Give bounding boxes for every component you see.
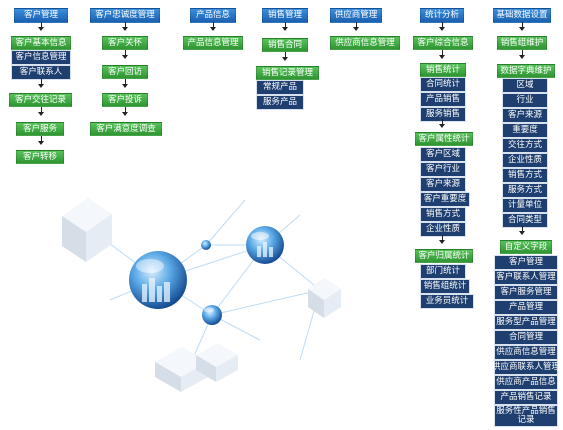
field-supplier-info-mgmt[interactable]: 供应商信息管理: [494, 345, 558, 360]
item-enterprise-nature[interactable]: 企业性质: [420, 222, 466, 237]
field-customer-contacts-mgmt[interactable]: 客户联系人管理: [494, 270, 558, 285]
item-product-sales[interactable]: 产品销售: [420, 92, 466, 107]
group-customer-owner-stats[interactable]: 客户归属统计: [415, 249, 473, 263]
arrow-down: [210, 22, 216, 31]
sub-customer-contacts[interactable]: 客户联系人: [11, 65, 71, 80]
field-supplier-contacts-mgmt[interactable]: 供应商联系人管理: [494, 360, 558, 375]
item-sales-team-stats[interactable]: 销售组统计: [420, 279, 470, 294]
arrow-down: [282, 22, 288, 31]
arrow-down: [519, 50, 525, 59]
dict-enterprise-nature[interactable]: 企业性质: [502, 153, 548, 168]
step-satisfaction-survey[interactable]: 客户满意度调查: [90, 122, 162, 136]
arrow-down: [38, 107, 44, 116]
item-service-sales[interactable]: 服务销售: [420, 107, 466, 122]
field-contract-mgmt[interactable]: 合同管理: [494, 330, 558, 345]
group-custom-fields[interactable]: 自定义字段: [500, 240, 552, 254]
field-product-mgmt[interactable]: 产品管理: [494, 300, 558, 315]
arrow-down: [122, 22, 128, 31]
field-service-product-sales-records[interactable]: 服务性产品销售记录: [494, 405, 558, 427]
globe-large: [129, 251, 187, 309]
group-sales-stats[interactable]: 销售统计: [420, 63, 466, 77]
arrow-down: [439, 119, 445, 128]
arrow-down: [519, 226, 525, 235]
top-statistics[interactable]: 统计分析: [420, 8, 464, 23]
globe-tiny: [201, 240, 211, 250]
top-loyalty-management[interactable]: 客户忠诚度管理: [90, 8, 160, 23]
step-customer-service[interactable]: 客户服务: [16, 122, 64, 136]
step-customer-care[interactable]: 客户关怀: [102, 36, 148, 50]
step-supplier-info-mgmt[interactable]: 供应商信息管理: [330, 36, 400, 50]
field-customer-service-mgmt[interactable]: 客户服务管理: [494, 285, 558, 300]
dict-contract-type[interactable]: 合同类型: [502, 213, 548, 228]
arrow-down: [439, 50, 445, 59]
arrow-down: [122, 107, 128, 116]
globe-small: [202, 305, 222, 325]
cube-large: [62, 198, 112, 262]
top-sales-management[interactable]: 销售管理: [262, 8, 308, 23]
item-sales-method[interactable]: 销售方式: [420, 207, 466, 222]
item-customer-source[interactable]: 客户来源: [420, 177, 466, 192]
arrow-down: [122, 79, 128, 88]
top-base-data-settings[interactable]: 基础数据设置: [493, 8, 551, 23]
dict-region[interactable]: 区域: [502, 78, 548, 93]
item-salesperson-stats[interactable]: 业务员统计: [420, 294, 474, 309]
item-contract-stats[interactable]: 合同统计: [420, 77, 466, 92]
group-dictionary-maintenance[interactable]: 数据字典维护: [497, 64, 555, 78]
top-supplier-management[interactable]: 供应商管理: [330, 8, 382, 23]
dict-importance[interactable]: 重要度: [502, 123, 548, 138]
dict-sales-method[interactable]: 销售方式: [502, 168, 548, 183]
dict-unit-of-measure[interactable]: 计量单位: [502, 198, 548, 213]
step-sales-contract[interactable]: 销售合同: [262, 38, 308, 52]
arrow-down: [38, 136, 44, 145]
step-product-info-mgmt[interactable]: 产品信息管理: [183, 36, 243, 50]
arrow-down: [38, 79, 44, 88]
field-service-product-mgmt[interactable]: 服务型产品管理: [494, 315, 558, 330]
arrow-down: [38, 22, 44, 31]
dict-service-method[interactable]: 服务方式: [502, 183, 548, 198]
step-sales-team-maintenance[interactable]: 销售组维护: [497, 36, 547, 50]
arrow-down: [353, 22, 359, 31]
dict-industry[interactable]: 行业: [502, 93, 548, 108]
group-customer-attr-stats[interactable]: 客户属性统计: [415, 132, 473, 146]
globe-medium: [246, 226, 284, 264]
sub-customer-info-mgmt[interactable]: 客户信息管理: [11, 50, 71, 65]
step-sales-records[interactable]: 销售记录管理: [256, 66, 319, 80]
arrow-down: [439, 22, 445, 31]
arrow-down: [122, 50, 128, 59]
dict-customer-source[interactable]: 客户来源: [502, 108, 548, 123]
step-customer-complaint[interactable]: 客户投诉: [102, 93, 148, 107]
cube-bottom: [155, 343, 238, 392]
step-customer-transfer[interactable]: 客户转移: [16, 150, 64, 164]
step-customer-overview[interactable]: 客户综合信息: [413, 36, 473, 50]
arrow-down: [519, 22, 525, 31]
top-customer-management[interactable]: 客户管理: [14, 8, 68, 23]
step-customer-basic-info[interactable]: 客户基本信息: [11, 36, 71, 50]
step-customer-revisit[interactable]: 客户回访: [102, 65, 148, 79]
item-customer-region[interactable]: 客户区域: [420, 147, 466, 162]
cube-small: [308, 278, 341, 318]
item-department-stats[interactable]: 部门统计: [420, 264, 466, 279]
arrow-down: [282, 52, 288, 61]
field-supplier-product-info[interactable]: 供应商产品信息: [494, 375, 558, 390]
item-customer-importance[interactable]: 客户重要度: [420, 192, 470, 207]
step-customer-interactions[interactable]: 客户交往记录: [9, 93, 72, 107]
arrow-down: [439, 235, 445, 244]
item-customer-industry[interactable]: 客户行业: [420, 162, 466, 177]
top-product-info[interactable]: 产品信息: [190, 8, 236, 23]
sub-regular-products[interactable]: 常规产品: [256, 80, 304, 95]
sub-service-products[interactable]: 服务产品: [256, 95, 304, 110]
field-product-sales-records[interactable]: 产品销售记录: [494, 390, 558, 405]
dict-interaction-method[interactable]: 交往方式: [502, 138, 548, 153]
field-customer-mgmt[interactable]: 客户管理: [494, 255, 558, 270]
